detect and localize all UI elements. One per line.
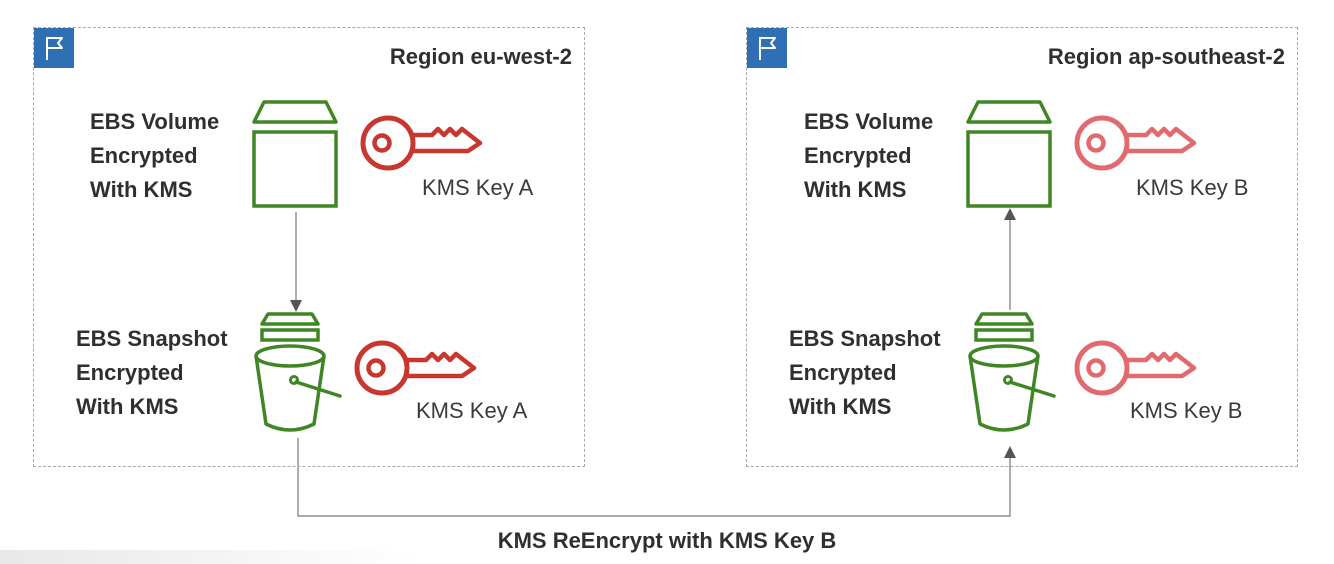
ebs-volume-icon	[252, 100, 338, 208]
slide-shadow	[0, 550, 420, 564]
region-title: Region ap-southeast-2	[1047, 44, 1285, 69]
kms-key-label: KMS Key B	[1130, 398, 1243, 423]
kms-key-label: KMS Key A	[416, 398, 528, 423]
ebs-snapshot-bucket-icon	[968, 312, 1056, 432]
region-eu-west-2: Region eu-west-2	[33, 27, 585, 467]
kms-key-label: KMS Key A	[422, 175, 534, 200]
kms-key-icon	[360, 115, 483, 171]
kms-key-label: KMS Key B	[1136, 175, 1249, 200]
ebs-snapshot-bucket-icon	[254, 312, 342, 432]
left-snapshot-label: EBS Snapshot Encrypted With KMS	[76, 326, 228, 419]
flag-icon	[34, 28, 74, 68]
kms-key-icon	[1074, 340, 1197, 396]
reencrypt-copy-label: KMS ReEncrypt with KMS Key B	[497, 528, 837, 553]
flag-icon	[747, 28, 787, 68]
left-volume-label: EBS Volume Encrypted With KMS	[90, 109, 220, 202]
region-ap-southeast-2: Region ap-southeast-2	[746, 27, 1298, 467]
kms-key-icon	[1074, 115, 1197, 171]
kms-key-icon	[354, 340, 477, 396]
region-title: Region eu-west-2	[389, 44, 572, 69]
ebs-volume-icon	[966, 100, 1052, 208]
right-snapshot-label: EBS Snapshot Encrypted With KMS	[789, 326, 941, 419]
cross-region-copy-arrow	[297, 438, 1016, 517]
right-volume-label: EBS Volume Encrypted With KMS	[804, 109, 934, 202]
